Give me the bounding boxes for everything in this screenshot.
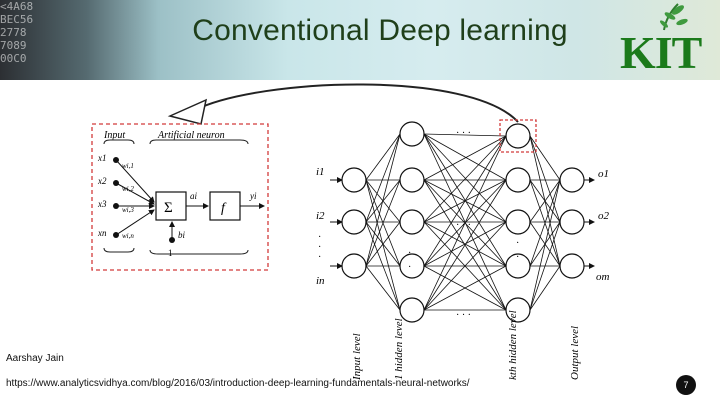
input-x3: x3 (97, 199, 107, 209)
network-node (400, 122, 424, 146)
bias-value: 1 (168, 248, 173, 258)
artificial-neuron-label: Artificial neuron (157, 130, 225, 141)
slide-header: <4A68 BEC56 2778 7089 00C0 Conventional … (0, 0, 720, 80)
network-edge (366, 134, 400, 180)
ellipsis: · (516, 238, 519, 249)
level-label-output: Output level (569, 326, 581, 380)
input-node-label: i1 (316, 166, 325, 178)
network-node (506, 210, 530, 234)
header-code-texture: <4A68 BEC56 2778 7089 00C0 (0, 0, 130, 80)
output-node-label: om (596, 271, 610, 283)
ellipsis: · (408, 262, 411, 273)
network-edge (366, 134, 400, 222)
level-label-input: Input level (351, 333, 363, 380)
kit-logo: KIT (612, 0, 720, 80)
zoom-arrow-head (170, 100, 206, 124)
weight-label: wi,3 (122, 206, 134, 214)
network-node (560, 210, 584, 234)
source-link[interactable]: https://www.analyticsvidhya.com/blog/201… (6, 378, 470, 389)
input-node-label: i2 (316, 210, 325, 222)
ellipsis: · (516, 252, 519, 263)
header-code: <4A68 (0, 0, 130, 13)
zoom-arrow-curve (195, 84, 518, 122)
network-node (560, 254, 584, 278)
input-brace-bottom (104, 248, 134, 252)
network-node (400, 254, 424, 278)
network-node (400, 168, 424, 192)
page-number-badge: 7 (676, 375, 696, 395)
ellipsis: · (408, 248, 411, 259)
header-code: 7089 (0, 39, 130, 52)
output-node-label: o2 (598, 210, 610, 222)
neural-network-diagram: Input Artificial neuron x1 x2 x3 xn wi,1… (0, 80, 720, 380)
network-node (342, 210, 366, 234)
input-x1: x1 (97, 153, 107, 163)
input-xn: xn (97, 228, 107, 238)
weight-label: wi,1 (122, 162, 134, 170)
network-node (400, 210, 424, 234)
input-label: Input (103, 130, 125, 141)
header-code: BEC56 (0, 13, 130, 26)
network-edge (530, 136, 560, 222)
logo-text: KIT (620, 26, 701, 79)
activation-box (210, 192, 240, 220)
header-code: 00C0 (0, 52, 130, 65)
weight-label: wi,n (122, 232, 134, 240)
network-node (506, 124, 530, 148)
header-code: 2778 (0, 26, 130, 39)
network-edge (530, 266, 560, 310)
network-edge (530, 136, 560, 180)
network-node (560, 168, 584, 192)
slide-title: Conventional Deep learning (150, 14, 610, 48)
input-x2: x2 (97, 176, 107, 186)
level-label-hidden-1: 1 hidden level (393, 318, 405, 380)
network-edge (366, 266, 400, 310)
output-label: yi (249, 191, 257, 201)
ellipsis: · (318, 252, 321, 263)
level-label-hidden-k: kth hidden level (507, 310, 519, 380)
ellipsis: · · · (456, 220, 471, 231)
neuron-brace-bottom (150, 250, 248, 254)
sum-symbol: Σ (164, 200, 173, 216)
bias-label: bi (178, 230, 186, 240)
output-node-label: o1 (598, 168, 609, 180)
net-label: ai (190, 191, 198, 201)
ellipsis: · · · (456, 128, 471, 139)
weight-label: wi,2 (122, 185, 134, 193)
input-node-label: in (316, 275, 325, 287)
network-node (342, 168, 366, 192)
network-node (342, 254, 366, 278)
ellipsis: · · · (456, 310, 471, 321)
author-credit: Aarshay Jain (6, 353, 64, 364)
network-node (506, 168, 530, 192)
